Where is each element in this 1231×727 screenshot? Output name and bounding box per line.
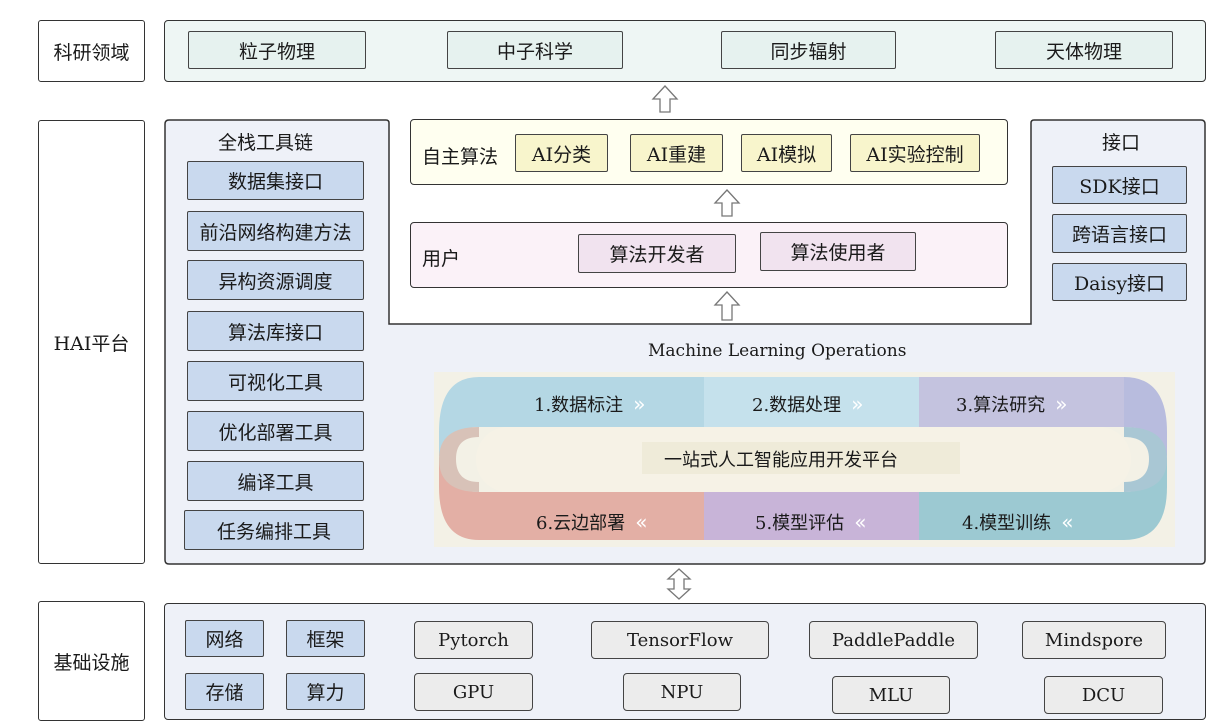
infrastructure-row-label: 基础设施 <box>38 601 145 721</box>
infra-network: 网络 <box>185 620 264 657</box>
framework-pytorch: Pytorch <box>414 621 533 659</box>
toolchain-title: 全栈工具链 <box>218 132 314 154</box>
hardware-dcu: DCU <box>1044 676 1163 714</box>
mlops-step-training: 4.模型训练« <box>962 510 1074 534</box>
hardware-mlu: MLU <box>832 676 950 714</box>
algo-simulation: AI模拟 <box>741 134 832 172</box>
user-algorithm-user: 算法使用者 <box>760 232 916 271</box>
interface-cross-language: 跨语言接口 <box>1052 214 1187 253</box>
up-arrow-icon <box>651 85 679 113</box>
users-label: 用户 <box>422 248 461 270</box>
research-row-label: 科研领域 <box>38 20 145 82</box>
toolchain-visualization: 可视化工具 <box>187 361 364 401</box>
hardware-npu: NPU <box>623 673 741 711</box>
interfaces-title: 接口 <box>1102 132 1141 154</box>
algo-experiment-control: AI实验控制 <box>850 134 980 172</box>
infra-compute: 算力 <box>286 673 365 710</box>
hardware-gpu: GPU <box>414 673 533 711</box>
up-arrow-icon <box>713 189 741 217</box>
algorithms-label: 自主算法 <box>422 146 499 168</box>
toolchain-algorithm-library: 算法库接口 <box>187 311 364 351</box>
algo-classification: AI分类 <box>515 134 608 172</box>
mlops-step-research: 3.算法研究» <box>956 392 1068 416</box>
mlops-title: Machine Learning Operations <box>648 341 907 361</box>
framework-paddlepaddle: PaddlePaddle <box>809 621 978 659</box>
mlops-ring <box>434 372 1175 547</box>
framework-tensorflow: TensorFlow <box>591 621 769 659</box>
framework-mindspore: Mindspore <box>1022 621 1166 659</box>
research-item-astro: 天体物理 <box>995 31 1173 69</box>
infra-storage: 存储 <box>185 673 264 710</box>
mlops-step-deployment: 6.云边部署« <box>536 510 648 534</box>
research-item-neutron: 中子科学 <box>447 31 623 69</box>
interface-sdk: SDK接口 <box>1052 166 1187 204</box>
toolchain-heterogeneous-scheduling: 异构资源调度 <box>187 260 364 300</box>
research-item-particle: 粒子物理 <box>188 31 366 69</box>
double-arrow-icon <box>666 568 692 600</box>
mlops-center-label: 一站式人工智能应用开发平台 <box>664 450 898 471</box>
user-algorithm-developer: 算法开发者 <box>578 234 736 273</box>
toolchain-dataset-interface: 数据集接口 <box>187 161 364 200</box>
mlops-step-annotation: 1.数据标注» <box>534 392 646 416</box>
toolchain-network-construction: 前沿网络构建方法 <box>187 211 364 251</box>
mlops-step-evaluation: 5.模型评估« <box>755 510 867 534</box>
platform-row-label: HAI平台 <box>38 120 145 564</box>
mlops-step-processing: 2.数据处理» <box>752 392 864 416</box>
toolchain-deploy-optimization: 优化部署工具 <box>187 411 364 451</box>
algo-reconstruction: AI重建 <box>630 134 723 172</box>
toolchain-compiler: 编译工具 <box>187 461 364 501</box>
infra-framework: 框架 <box>286 620 365 657</box>
interface-daisy: Daisy接口 <box>1052 263 1187 301</box>
research-item-synchrotron: 同步辐射 <box>721 31 896 69</box>
toolchain-task-orchestration: 任务编排工具 <box>184 510 364 550</box>
up-arrow-icon <box>713 291 741 321</box>
